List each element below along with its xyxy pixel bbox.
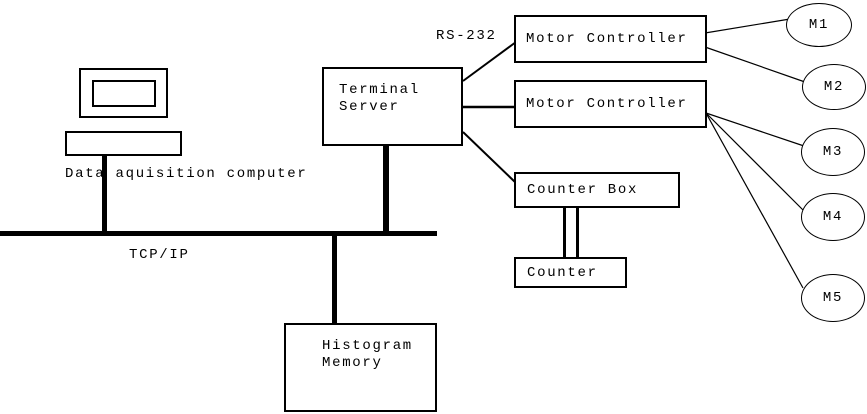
motor-m5-label: M5	[822, 290, 844, 306]
counter-link-line-2	[576, 208, 579, 257]
motor-m3-node: M3	[801, 128, 865, 176]
motor-m4-label: M4	[822, 209, 844, 225]
motor-controller-2-box: Motor Controller	[514, 80, 707, 128]
computer-label: Data aquisition computer	[65, 166, 308, 182]
link-motor-controller-2-to-m4	[705, 112, 805, 212]
link-motor-controller-2-to-m3	[705, 112, 805, 147]
computer-keyboard-icon	[65, 131, 182, 156]
motor-m4-node: M4	[801, 193, 865, 241]
histogram-memory-box: Histogram Memory	[284, 323, 437, 412]
link-terminal-server-to-motor-controller-1	[462, 41, 517, 82]
motor-controller-1-box: Motor Controller	[514, 15, 707, 63]
terminal-server-box: Terminal Server	[322, 67, 463, 146]
terminal-server-bus-drop-line	[383, 144, 389, 233]
counter-box-label: Counter Box	[527, 182, 639, 198]
counter-label: Counter	[527, 264, 598, 281]
link-terminal-server-to-counter-box	[462, 131, 517, 184]
bus-label: TCP/IP	[129, 247, 190, 263]
terminal-server-label-line1: Terminal	[339, 82, 420, 98]
histogram-memory-label-line2: Memory	[322, 355, 383, 371]
link-motor-controller-1-to-m2	[704, 46, 806, 83]
motor-controller-2-label: Motor Controller	[526, 96, 688, 112]
motor-m3-label: M3	[822, 144, 844, 160]
histogram-memory-bus-drop-line	[332, 236, 337, 324]
computer-bus-drop-line	[102, 154, 107, 233]
motor-m1-label: M1	[808, 17, 830, 33]
counter-box: Counter Box	[514, 172, 680, 208]
terminal-server-label-line2: Server	[339, 99, 400, 115]
tcpip-bus-line	[0, 231, 437, 236]
motor-m1-node: M1	[786, 3, 852, 47]
motor-controller-1-label: Motor Controller	[526, 31, 688, 47]
serial-protocol-label: RS-232	[436, 28, 497, 44]
counter-link-line-1	[563, 208, 566, 257]
computer-screen-icon	[92, 80, 156, 107]
motor-m5-node: M5	[801, 274, 865, 322]
link-motor-controller-2-to-m5	[705, 112, 804, 289]
histogram-memory-label-line1: Histogram	[322, 338, 413, 354]
motor-m2-label: M2	[823, 79, 845, 95]
counter: Counter	[514, 257, 627, 288]
motor-m2-node: M2	[802, 64, 866, 110]
link-motor-controller-1-to-m1	[704, 18, 791, 34]
